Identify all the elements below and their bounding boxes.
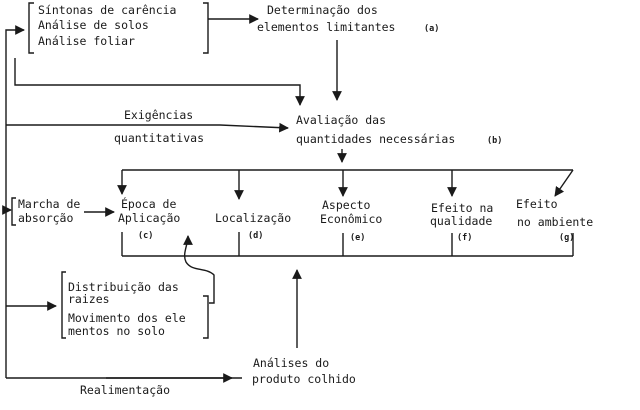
- factor-localization: Localização (d): [215, 211, 291, 241]
- roots-block: Distribuição das raizes Movimento dos el…: [61, 271, 209, 339]
- determination-tag: (a): [424, 24, 439, 34]
- absorption-label-line2: absorção: [18, 211, 73, 225]
- factor-application-time-tag: (c): [138, 231, 153, 241]
- factor-economic: Aspecto Econômico (e): [320, 198, 382, 243]
- roots-left-bracket: [61, 271, 66, 339]
- roots-right-bracket: [203, 295, 209, 339]
- factor-quality-line2: qualidade: [430, 214, 492, 228]
- factor-economic-line1: Aspecto: [322, 198, 371, 212]
- evaluation-label-line1: Avaliação das: [296, 113, 386, 127]
- feedback-spine-line: [5, 25, 25, 378]
- absorption-block: Marcha de absorção: [11, 197, 80, 226]
- arrow-bus-to-environment: [554, 169, 574, 197]
- diagnosis-block: Síntonas de carência Análise de solos An…: [28, 2, 209, 54]
- roots-movement-line1: Movimento dos ele: [68, 311, 186, 325]
- evaluation-label-line2: quantidades necessárias: [296, 132, 455, 146]
- factor-environment-line2: no ambiente: [517, 215, 593, 229]
- evaluation-tag: (b): [487, 136, 502, 146]
- roots-movement-line2: mentos no solo: [68, 324, 165, 338]
- harvest-label-line1: Análises do: [253, 356, 329, 370]
- arrow-spine-to-evaluation: [14, 58, 305, 106]
- requirements-label-line2: quantitativas: [114, 131, 204, 145]
- factor-economic-line2: Econômico: [320, 212, 382, 226]
- absorption-label-line1: Marcha de: [18, 197, 80, 211]
- diagnosis-deficiency-symptoms: Síntonas de carência: [38, 3, 176, 17]
- diagnosis-left-bracket: [28, 2, 34, 54]
- factor-economic-tag: (e): [350, 233, 365, 243]
- determination-block: Determinação dos elementos limitantes (a…: [257, 3, 439, 34]
- factor-application-time: Época de Aplicação (c): [118, 196, 180, 241]
- requirements-block: Exigências quantitativas: [114, 108, 204, 145]
- arrow-roots-to-application-time: [183, 235, 215, 304]
- diagnosis-soil-analysis: Análise de solos: [38, 18, 149, 32]
- diagnosis-foliar-analysis: Análise foliar: [38, 34, 135, 48]
- feedback-label: Realimentação: [80, 383, 170, 397]
- determination-label-line2: elementos limitantes: [257, 20, 395, 34]
- absorption-bracket: [11, 197, 16, 226]
- factor-application-time-line1: Época de: [121, 196, 176, 211]
- factor-localization-tag: (d): [248, 231, 263, 241]
- arrow-requirements-to-evaluation: [6, 122, 289, 133]
- factor-environment-line1: Efeito: [516, 197, 558, 211]
- evaluation-block: Avaliação das quantidades necessárias (b…: [296, 113, 502, 146]
- factor-application-time-line2: Aplicação: [118, 211, 180, 225]
- diagnosis-right-bracket: [203, 2, 209, 54]
- determination-label-line1: Determinação dos: [267, 3, 378, 17]
- harvest-label-line2: produto colhido: [252, 372, 356, 386]
- requirements-label-line1: Exigências: [124, 108, 193, 122]
- roots-distribution-line2: raizes: [68, 292, 110, 306]
- factor-environment: Efeito no ambiente (g): [516, 197, 593, 243]
- roots-distribution-line1: Distribuição das: [68, 280, 179, 294]
- harvest-block: Análises do produto colhido: [252, 356, 356, 386]
- factor-quality: Efeito na qualidade (f): [430, 201, 493, 243]
- factor-environment-tag: (g): [559, 233, 574, 243]
- factor-quality-tag: (f): [457, 233, 472, 243]
- factor-localization-line1: Localização: [215, 211, 291, 225]
- factor-quality-line1: Efeito na: [431, 201, 493, 215]
